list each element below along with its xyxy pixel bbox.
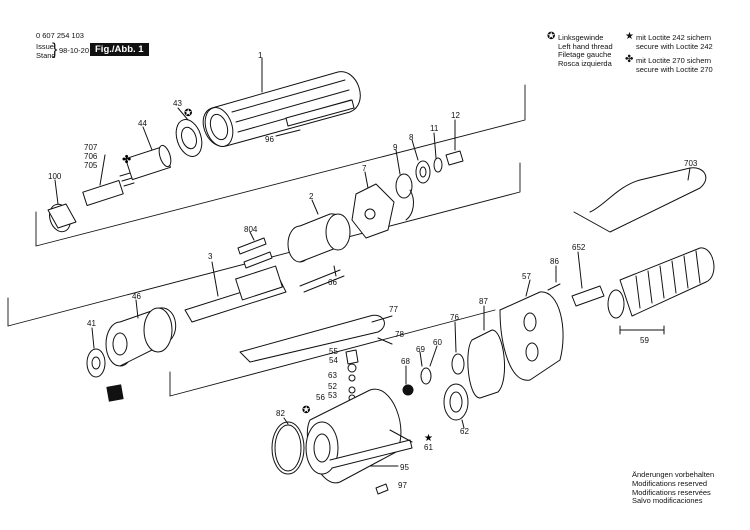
legend-loctite-242: ★ mit Loctite 242 sichern secure with Lo… <box>625 31 713 51</box>
part-label-652: 652 <box>572 243 586 252</box>
rotor-cylinder-2 <box>287 199 351 263</box>
washer-11 <box>433 132 443 173</box>
part-label-76: 76 <box>450 313 459 322</box>
part-label-77: 77 <box>389 305 398 314</box>
part-label-11: 11 <box>430 124 439 133</box>
part-label-804: 804 <box>244 225 258 234</box>
screw-86 <box>547 265 561 291</box>
part-label-703: 703 <box>684 159 698 168</box>
pins-66 <box>299 265 345 293</box>
part-label-41: 41 <box>87 319 96 328</box>
part-label-12: 12 <box>451 111 460 120</box>
clover-icon: ✤ <box>625 54 634 65</box>
issue-brace: } <box>52 41 58 58</box>
part-label-68: 68 <box>401 357 410 366</box>
part-label-44: 44 <box>138 119 147 128</box>
end-plate-46 <box>105 299 177 367</box>
issue-date: 98-10-20 <box>59 46 90 55</box>
ring-9 <box>395 149 414 221</box>
left-thread-icon: ✪ <box>547 31 556 42</box>
part-label-56: 56 <box>316 393 325 402</box>
part-label-706: 706 <box>84 152 98 161</box>
part-label-61: 61 <box>424 443 433 452</box>
part-label-97: 97 <box>398 481 407 490</box>
block-7 <box>351 171 395 239</box>
o-ring-82 <box>271 417 305 475</box>
part-label-66: 66 <box>328 278 337 287</box>
part-label-53: 53 <box>328 391 337 400</box>
star-icon: ★ <box>625 31 634 42</box>
part-label-55: 55 <box>329 347 338 356</box>
part-label-7: 7 <box>362 164 367 173</box>
ring-76 <box>451 321 465 375</box>
part-label-69: 69 <box>416 345 425 354</box>
part-label-78: 78 <box>395 330 404 339</box>
hanger-703 <box>573 167 707 233</box>
left-thread-marker-icon-2: ✪ <box>302 405 310 416</box>
issue-label: Issue <box>36 42 54 51</box>
cover-plate-57 <box>499 279 564 381</box>
nut-62 <box>443 383 469 429</box>
gasket-87 <box>467 305 505 399</box>
part-label-63: 63 <box>328 371 337 380</box>
part-label-59: 59 <box>640 336 649 345</box>
collet-nut-100 <box>47 179 77 233</box>
part-label-707: 707 <box>84 143 98 152</box>
spindle-44 <box>119 126 172 187</box>
clover-marker-icon: ✤ <box>122 153 131 166</box>
part-label-2: 2 <box>309 192 314 201</box>
housing-sleeve <box>202 57 361 147</box>
left-thread-marker <box>106 384 124 402</box>
bearing-41 <box>86 327 106 378</box>
bolt-12 <box>445 119 464 166</box>
part-label-3: 3 <box>208 252 213 261</box>
part-label-57: 57 <box>522 272 531 281</box>
stand-label: Stand <box>36 51 56 60</box>
part-label-8: 8 <box>409 133 414 142</box>
star-marker-icon: ★ <box>424 433 433 444</box>
part-label-9: 9 <box>393 143 398 152</box>
collet-assembly <box>82 154 124 207</box>
hose-fitting-652 <box>571 251 605 307</box>
part-label-1: 1 <box>258 51 263 60</box>
figure-label: Fig./Abb. 1 <box>90 43 149 56</box>
part-label-43: 43 <box>173 99 182 108</box>
part-label-96: 96 <box>265 135 274 144</box>
part-label-62: 62 <box>460 427 469 436</box>
screws-61-95-97 <box>369 429 413 495</box>
part-label-95: 95 <box>400 463 409 472</box>
throttle-lever-77 <box>239 314 393 363</box>
part-label-705: 705 <box>84 161 98 170</box>
parts-60-69-68 <box>402 345 438 396</box>
part-label-87: 87 <box>479 297 488 306</box>
part-label-60: 60 <box>433 338 442 347</box>
ring-nut-43 <box>175 107 203 157</box>
part-label-82: 82 <box>276 409 285 418</box>
motor-housing <box>305 388 413 484</box>
part-label-54: 54 <box>329 356 338 365</box>
legend-loctite-270: ✤ mit Loctite 270 sichern secure with Lo… <box>625 54 713 74</box>
modifications-note: Änderungen vorbehalten Modifications res… <box>632 470 715 506</box>
rotor-shaft-3 <box>184 261 287 323</box>
part-label-100: 100 <box>48 172 62 181</box>
part-label-46: 46 <box>132 292 141 301</box>
silencer-59 <box>607 247 715 335</box>
legend-left-thread: ✪ Linksgewinde Left hand thread Filetage… <box>547 31 613 68</box>
left-thread-marker-icon: ✪ <box>184 108 192 119</box>
part-label-86: 86 <box>550 257 559 266</box>
part-label-52: 52 <box>328 382 337 391</box>
part-number: 0 607 254 103 <box>36 31 84 40</box>
bearing-8 <box>411 139 431 184</box>
